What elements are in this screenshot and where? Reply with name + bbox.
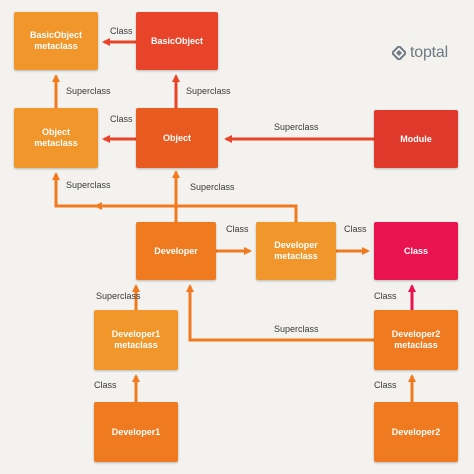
basicobject-label: BasicObject: [150, 35, 204, 46]
developer-label: Developer: [154, 245, 198, 256]
edge-label-superclass: Superclass: [66, 86, 111, 96]
edge-label-superclass: Superclass: [274, 324, 319, 334]
class-node: Class: [374, 222, 458, 280]
edge-label-class: Class: [110, 26, 133, 36]
developer2-node: Developer2: [374, 402, 458, 462]
object-metaclass-label: Object metaclass: [34, 127, 78, 148]
class-label: Class: [403, 245, 429, 256]
developer2-label: Developer2: [391, 426, 441, 437]
edge-developer2-metaclass-superclass: [186, 284, 374, 342]
edge-label-class: Class: [226, 224, 249, 234]
object-label: Object: [162, 132, 191, 143]
developer-node: Developer: [136, 222, 216, 280]
developer1-metaclass-node: Developer1 metaclass: [94, 310, 178, 370]
module-label: Module: [400, 133, 432, 144]
module-node: Module: [374, 110, 458, 168]
edge-label-class: Class: [344, 224, 367, 234]
edge-label-superclass: Superclass: [186, 86, 231, 96]
toptal-logo-text: toptal: [410, 44, 448, 61]
edge-label-class: Class: [374, 380, 397, 390]
object-metaclass-node: Object metaclass: [14, 108, 98, 168]
edge-label-superclass: Superclass: [96, 291, 141, 301]
developer1-node: Developer1: [94, 402, 178, 462]
basicobject-metaclass-node: BasicObject metaclass: [14, 12, 98, 70]
object-node: Object: [136, 108, 218, 168]
edge-label-class: Class: [94, 380, 117, 390]
edge-label-class: Class: [374, 291, 397, 301]
edge-label-superclass: Superclass: [66, 180, 111, 190]
toptal-logo: toptal: [392, 44, 448, 62]
basicobject-node: BasicObject: [136, 12, 218, 70]
basicobject-metaclass-label: BasicObject metaclass: [29, 30, 83, 51]
developer1-label: Developer1: [111, 426, 161, 437]
developer1-metaclass-label: Developer1 metaclass: [111, 329, 161, 350]
edge-label-superclass: Superclass: [274, 122, 319, 132]
edge-label-class: Class: [110, 114, 133, 124]
developer2-metaclass-node: Developer2 metaclass: [374, 310, 458, 370]
developer-metaclass-label: Developer metaclass: [274, 240, 318, 261]
edge-label-superclass: Superclass: [190, 182, 235, 192]
developer2-metaclass-label: Developer2 metaclass: [391, 329, 441, 350]
developer-metaclass-node: Developer metaclass: [256, 222, 336, 280]
toptal-logo-icon: [392, 46, 406, 60]
edge-developer-metaclass-superclass: [52, 172, 298, 222]
